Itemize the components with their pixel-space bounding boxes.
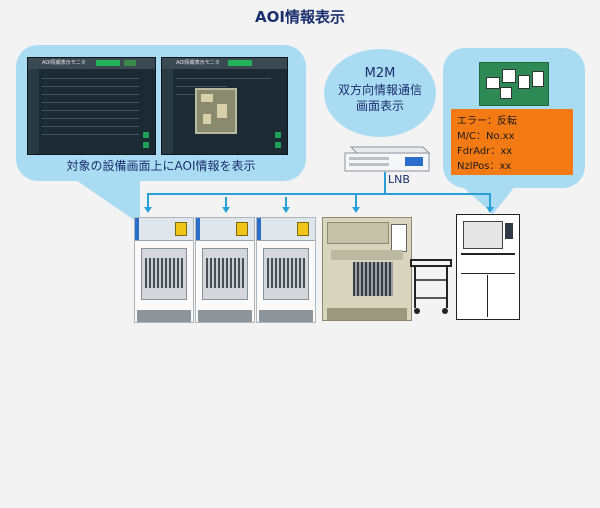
right-bubble-tail bbox=[455, 180, 520, 214]
feeder-cart bbox=[410, 259, 452, 314]
drop-line bbox=[225, 197, 227, 207]
lnb-label: LNB bbox=[388, 173, 410, 186]
m2m-subtitle-2: 画面表示 bbox=[355, 99, 404, 113]
drop-line bbox=[147, 193, 149, 207]
m2m-subtitle-1: 双方向情報通信 bbox=[337, 83, 422, 97]
info-line-error: エラー：反転 bbox=[457, 116, 517, 127]
server-drop-line bbox=[384, 172, 386, 194]
diagram-title: AOI情報表示 bbox=[255, 8, 345, 26]
screen-button bbox=[275, 132, 281, 138]
arrow-down-icon bbox=[352, 207, 360, 213]
left-bubble-caption: 対象の設備画面上にAOI情報を表示 bbox=[66, 159, 256, 173]
arrow-down-icon bbox=[222, 207, 230, 213]
placement-machine-2 bbox=[195, 217, 255, 323]
left-bubble-tail bbox=[70, 176, 140, 224]
aoi-monitor-screen-list: AOI情報表示モニタ bbox=[27, 57, 156, 155]
aoi-inspection-machine bbox=[456, 214, 520, 320]
drop-line bbox=[355, 193, 357, 207]
m2m-ellipse: M2M 双方向情報通信 画面表示 bbox=[324, 49, 436, 137]
pcb-image bbox=[195, 88, 237, 134]
drop-line bbox=[285, 197, 287, 207]
info-line-nozzle: NzlPos：xx bbox=[457, 161, 512, 172]
bus-line bbox=[147, 193, 491, 195]
screen-button bbox=[275, 142, 281, 148]
placement-machine-1 bbox=[134, 217, 194, 323]
info-line-machine: M/C：No.xx bbox=[457, 131, 515, 142]
modular-mounter bbox=[322, 217, 412, 321]
screen-caption: AOI情報表示モニタ bbox=[176, 60, 220, 66]
arrow-down-icon bbox=[282, 207, 290, 213]
arrow-down-icon bbox=[144, 207, 152, 213]
screen-button bbox=[143, 132, 149, 138]
lnb-server-icon bbox=[344, 146, 431, 172]
screen-caption: AOI情報表示モニタ bbox=[42, 60, 86, 66]
aoi-monitor-screen-image: AOI情報表示モニタ bbox=[161, 57, 288, 155]
placement-machine-3 bbox=[256, 217, 316, 323]
screen-button bbox=[143, 142, 149, 148]
feeder-layout-icon bbox=[479, 62, 549, 106]
aoi-info-box: エラー：反転 M/C：No.xx FdrAdr：xx NzlPos：xx bbox=[451, 109, 573, 175]
drop-line bbox=[489, 193, 491, 207]
info-line-feeder: FdrAdr：xx bbox=[457, 146, 513, 157]
arrow-down-icon bbox=[486, 207, 494, 213]
m2m-label: M2M bbox=[364, 66, 396, 81]
